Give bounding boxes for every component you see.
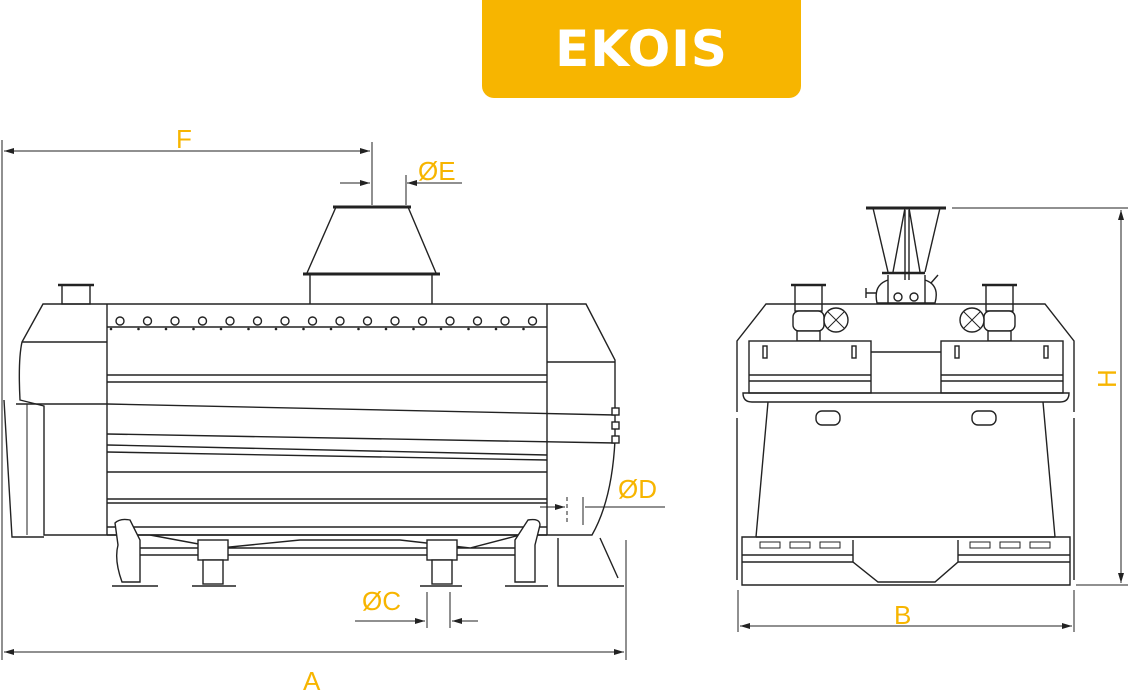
bolt (164, 327, 168, 331)
nozzle (225, 316, 235, 326)
spring-mount-left (114, 518, 141, 583)
bolt (467, 327, 470, 331)
nozzle (472, 316, 483, 326)
nozzle (170, 316, 180, 326)
bolt (522, 327, 525, 331)
nozzle (527, 316, 538, 326)
nozzle (280, 316, 290, 326)
front-body (736, 303, 1075, 412)
top-cap (61, 284, 91, 305)
nozzle (500, 316, 510, 326)
nozzle (252, 316, 263, 326)
product-title: EKOIS (555, 20, 728, 78)
foot-left (202, 559, 224, 585)
nozzle (417, 316, 428, 326)
dimension-label-f: F (176, 124, 192, 154)
dimension-lines-front (737, 207, 1128, 632)
front-panel-right (940, 340, 1064, 394)
spring-mount-right (514, 518, 541, 583)
nozzle (142, 316, 153, 326)
bolt (494, 327, 498, 331)
bolt (247, 327, 250, 331)
nozzle (445, 316, 455, 326)
front-base (741, 536, 1071, 586)
nozzle-row (109, 316, 538, 331)
machine-body (18, 303, 616, 536)
inlet-cone (303, 205, 440, 304)
foot-left-spring (197, 539, 229, 561)
handle-left (815, 410, 841, 426)
front-cap-left (791, 283, 849, 342)
bolt (329, 327, 333, 331)
side-view (3, 205, 624, 587)
bolt (274, 327, 278, 331)
bolt (137, 327, 140, 331)
bolt (192, 327, 195, 331)
bolt (412, 327, 415, 331)
dimension-label-b: B (894, 600, 911, 630)
foot-right-spring (426, 539, 458, 561)
product-title-badge: EKOIS (482, 0, 801, 98)
inlet-funnel (865, 206, 946, 304)
nozzle (362, 316, 373, 326)
bolt (109, 327, 113, 331)
bolt (302, 327, 305, 331)
dimension-label-h: H (1092, 369, 1122, 388)
nozzle (390, 316, 400, 326)
front-panel-left (748, 340, 872, 394)
dimension-label-a: A (303, 666, 321, 696)
bolt (219, 327, 223, 331)
nozzle (307, 316, 318, 326)
dimension-lines-side (1, 140, 665, 660)
nozzle (115, 316, 125, 326)
machine-base (107, 518, 624, 587)
bolt (357, 327, 360, 331)
bolt (384, 327, 388, 331)
foot-right (431, 559, 453, 585)
nozzle (197, 316, 208, 326)
dimension-label-d: ØD (618, 474, 657, 504)
bolt (439, 327, 443, 331)
handle-right (971, 410, 997, 426)
front-view (736, 206, 1075, 586)
nozzle (335, 316, 345, 326)
dimension-label-e: ØE (418, 156, 456, 186)
front-cap-right (959, 283, 1017, 342)
dimension-label-c: ØC (362, 586, 401, 616)
